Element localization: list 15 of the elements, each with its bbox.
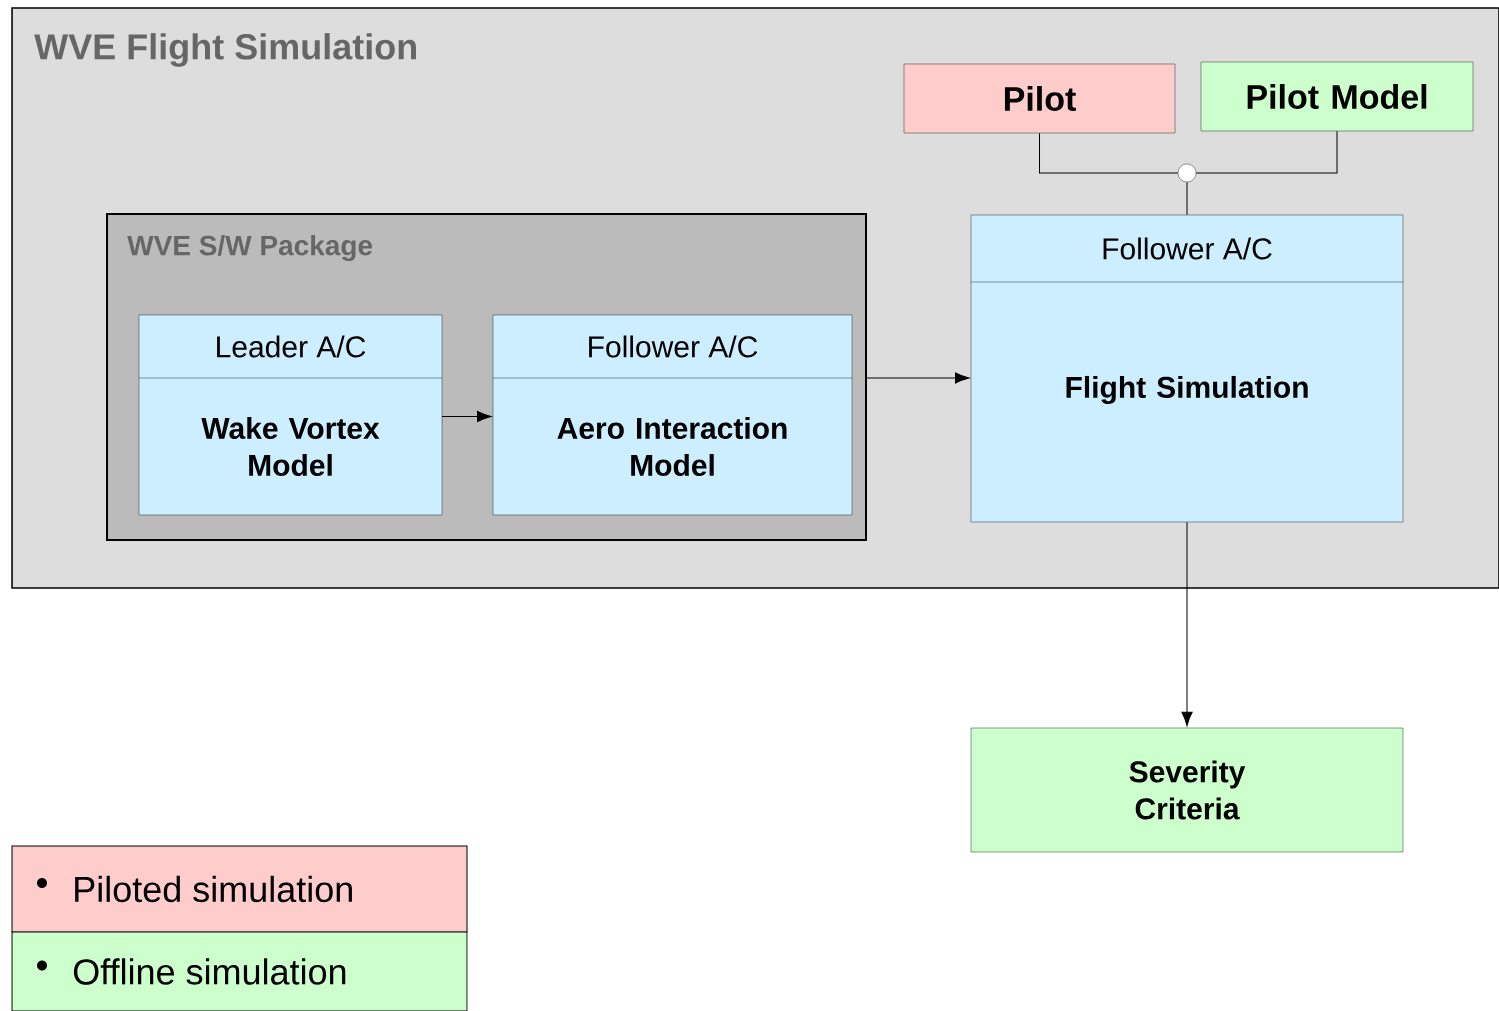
legend-text: Offline simulation bbox=[73, 958, 346, 985]
connector-line bbox=[1195, 130, 1338, 174]
component-box: Follower A/C Aero Interaction Model bbox=[492, 314, 853, 516]
block-box: Severity Criteria bbox=[970, 727, 1404, 853]
component-box: Follower A/C Flight Simulation bbox=[970, 214, 1404, 523]
arrow bbox=[865, 372, 970, 384]
block-box: Pilot bbox=[903, 63, 1176, 134]
component-box: Leader A/C Wake Vortex Model bbox=[138, 314, 443, 516]
arrow bbox=[1181, 521, 1193, 727]
switch-circle bbox=[1177, 163, 1197, 183]
connector-line bbox=[1186, 181, 1188, 216]
connector-line bbox=[1039, 132, 1179, 174]
arrow bbox=[441, 410, 492, 423]
block-box: Pilot Model bbox=[1200, 61, 1474, 132]
legend-text: Piloted simulation bbox=[75, 875, 352, 903]
